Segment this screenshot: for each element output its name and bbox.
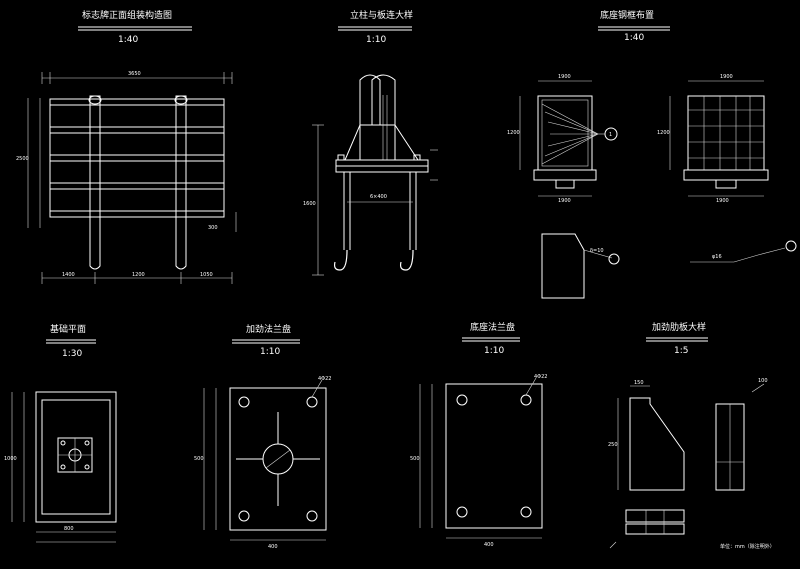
g-left-dim: 1000 (4, 456, 17, 462)
post-side-title: 立柱与板连大样 (350, 9, 413, 21)
c-callout: 1 (609, 132, 612, 138)
h-bottom-dim: 400 (268, 544, 278, 550)
d-bottom-dim: 1900 (716, 198, 729, 204)
sheet-note: 单位：mm（除注明外） (720, 543, 775, 550)
i-left-dim: 500 (410, 456, 420, 462)
stiffener-drawing: 加劲肋板大样 1:5 250 150 100 单位：mm（除注明外） (608, 321, 775, 550)
c-left-dim: 1200 (507, 130, 520, 136)
plate-detail-drawing: δ=10 (541, 233, 620, 299)
flange-top-title: 加劲法兰盘 (246, 323, 291, 335)
stiffener-scale: 1:5 (674, 346, 688, 356)
stiffener-title: 加劲肋板大样 (652, 321, 706, 333)
a-left-dim: 2500 (16, 156, 29, 162)
back-frame-scale: 1:40 (624, 33, 644, 43)
base-plan-scale: 1:30 (62, 349, 82, 359)
j-dim-3: 100 (758, 378, 768, 384)
back-frame-title: 底座钢框布置 (600, 9, 654, 21)
i-bolt-note: 4Φ22 (534, 374, 547, 380)
guardrail-title: 标志牌正面组装构造图 (82, 9, 172, 21)
b-height-dim: 1600 (303, 201, 316, 207)
flange-bottom-title: 底座法兰盘 (470, 321, 515, 333)
base-plan-drawing: 基础平面 1:30 1000 800 (4, 323, 117, 543)
d-top-dim: 1900 (720, 74, 733, 80)
h-left-dim: 500 (194, 456, 204, 462)
j-dim-1: 250 (608, 442, 618, 448)
b-plate-dim: 6×400 (370, 194, 387, 200)
c-top-dim: 1900 (558, 74, 571, 80)
flange-top-drawing: 加劲法兰盘 1:10 500 4Φ22 400 (194, 323, 331, 550)
guardrail-elevation-drawing: 标志牌正面组装构造图 1:40 3650 2500 300 (16, 9, 237, 284)
f-bar-note: φ16 (712, 254, 722, 260)
a-right-small-dim: 300 (208, 225, 218, 231)
d-left-dim: 1200 (657, 130, 670, 136)
flange-bottom-scale: 1:10 (484, 346, 504, 356)
a-top-total-dim: 3650 (128, 71, 141, 77)
back-frame-drawing: 底座钢框布置 1:40 1900 1200 1 1900 1900 1200 (507, 9, 769, 204)
a-bottom-dim-1: 1400 (62, 272, 75, 278)
base-plan-title: 基础平面 (50, 323, 86, 335)
bar-detail-drawing: φ16 (690, 240, 797, 263)
c-bottom-dim: 1900 (558, 198, 571, 204)
flange-top-scale: 1:10 (260, 347, 280, 357)
g-bottom-dim: 800 (64, 526, 74, 532)
flange-bottom-drawing: 底座法兰盘 1:10 500 4Φ22 400 (410, 321, 547, 548)
post-side-drawing: 立柱与板连大样 1:10 6×400 1600 (303, 9, 438, 276)
j-dim-2: 150 (634, 380, 644, 386)
e-plate-note: δ=10 (590, 248, 604, 254)
a-bottom-dim-2: 1200 (132, 272, 145, 278)
i-bottom-dim: 400 (484, 542, 494, 548)
a-bottom-dim-3: 1050 (200, 272, 213, 278)
post-side-scale: 1:10 (366, 35, 386, 45)
guardrail-scale: 1:40 (118, 35, 138, 45)
h-bolt-note: 4Φ22 (318, 376, 331, 382)
